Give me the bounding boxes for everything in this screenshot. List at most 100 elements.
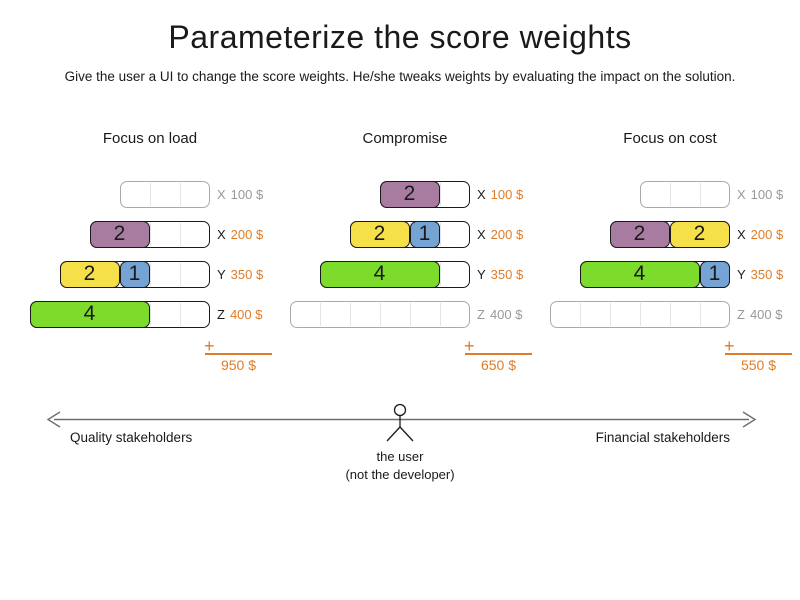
resource-letter: X — [477, 227, 486, 242]
resource-cost: 350 $ — [490, 267, 524, 282]
user-sublabel: (not the developer) — [345, 467, 455, 482]
cell-divider — [700, 183, 701, 206]
weight-block-purple: 2 — [89, 220, 150, 248]
resource-cost: 400 $ — [229, 307, 263, 322]
weight-block-green: 4 — [29, 300, 150, 328]
cell-divider — [580, 303, 581, 326]
weight-block-blue: 1 — [119, 260, 150, 288]
user-figure-head-icon — [393, 403, 407, 417]
cell-divider — [149, 263, 151, 286]
row-label: Z 400 $ — [217, 301, 263, 328]
user-figure-left-leg-icon — [386, 426, 401, 442]
cell-divider — [179, 263, 181, 286]
resource-letter: X — [737, 227, 746, 242]
weight-block-purple: 2 — [609, 220, 670, 248]
cell-divider — [350, 303, 351, 326]
cell-divider — [439, 183, 441, 206]
cell-divider — [670, 183, 671, 206]
column-title: Focus on cost — [623, 130, 717, 147]
sum-total: 550 $ — [740, 357, 777, 373]
cell-divider — [149, 303, 151, 326]
cell-divider — [179, 303, 181, 326]
weight-block-purple: 2 — [379, 180, 440, 208]
stakeholder-axis — [46, 403, 757, 442]
cell-divider — [150, 183, 151, 206]
sum-plus-sign: + — [204, 336, 215, 356]
row-label: Z 400 $ — [477, 301, 523, 328]
user-label: the user — [376, 449, 424, 464]
cell-divider — [380, 303, 381, 326]
sum-line — [725, 353, 792, 355]
cell-divider — [410, 303, 411, 326]
sum-plus-sign: + — [724, 336, 735, 356]
resource-letter: Y — [477, 267, 486, 282]
row-label: X 200 $ — [217, 221, 263, 248]
arrowhead-left-icon — [46, 411, 61, 428]
column-title: Compromise — [362, 130, 448, 147]
weight-bar — [640, 181, 730, 208]
cell-divider — [670, 303, 671, 326]
sum-plus-sign: + — [464, 336, 475, 356]
arrowhead-right-icon — [742, 411, 757, 428]
weight-block-yellow: 2 — [669, 220, 730, 248]
page-subtitle: Give the user a UI to change the score w… — [64, 69, 736, 84]
weight-bar: 2 — [379, 180, 470, 208]
cell-divider — [640, 303, 641, 326]
weight-block-yellow: 2 — [59, 260, 120, 288]
weight-bar — [550, 301, 730, 328]
weight-bar: 2 — [89, 220, 210, 248]
row-label: X 100 $ — [477, 181, 523, 208]
row-label: Y 350 $ — [737, 261, 783, 288]
weight-block-yellow: 2 — [349, 220, 410, 248]
weight-block-blue: 1 — [699, 260, 730, 288]
resource-letter: Y — [217, 267, 226, 282]
sum-line — [465, 353, 532, 355]
sum-total: 650 $ — [480, 357, 517, 373]
sum-total: 950 $ — [220, 357, 257, 373]
weight-bar — [290, 301, 470, 328]
cell-divider — [179, 223, 181, 246]
resource-cost: 100 $ — [230, 187, 264, 202]
sum-line — [205, 353, 272, 355]
cell-divider — [610, 303, 611, 326]
row-label: Y 350 $ — [217, 261, 263, 288]
row-label: X 200 $ — [737, 221, 783, 248]
resource-cost: 200 $ — [230, 227, 264, 242]
resource-letter: Z — [737, 307, 745, 322]
resource-cost: 200 $ — [490, 227, 524, 242]
resource-letter: X — [217, 187, 226, 202]
resource-letter: Z — [217, 307, 225, 322]
cell-divider — [700, 303, 701, 326]
cell-divider — [439, 223, 441, 246]
resource-letter: X — [477, 187, 486, 202]
column-title: Focus on load — [102, 130, 198, 147]
page-title: Parameterize the score weights — [168, 19, 632, 55]
resource-cost: 200 $ — [750, 227, 784, 242]
cell-divider — [149, 223, 151, 246]
user-figure-right-leg-icon — [399, 426, 414, 442]
weight-block-green: 4 — [319, 260, 440, 288]
row-label: X 100 $ — [217, 181, 263, 208]
weight-bar: 4 — [29, 300, 210, 328]
cell-divider — [320, 303, 321, 326]
resource-cost: 400 $ — [489, 307, 523, 322]
resource-cost: 100 $ — [490, 187, 524, 202]
weight-block-green: 4 — [579, 260, 700, 288]
row-label: Y 350 $ — [477, 261, 523, 288]
financial-stakeholders-label: Financial stakeholders — [595, 430, 730, 445]
resource-cost: 350 $ — [230, 267, 264, 282]
resource-letter: Z — [477, 307, 485, 322]
weight-block-blue: 1 — [409, 220, 440, 248]
resource-letter: X — [217, 227, 226, 242]
resource-cost: 100 $ — [750, 187, 784, 202]
resource-cost: 400 $ — [749, 307, 783, 322]
resource-cost: 350 $ — [750, 267, 784, 282]
quality-stakeholders-label: Quality stakeholders — [70, 430, 193, 445]
resource-letter: Y — [737, 267, 746, 282]
